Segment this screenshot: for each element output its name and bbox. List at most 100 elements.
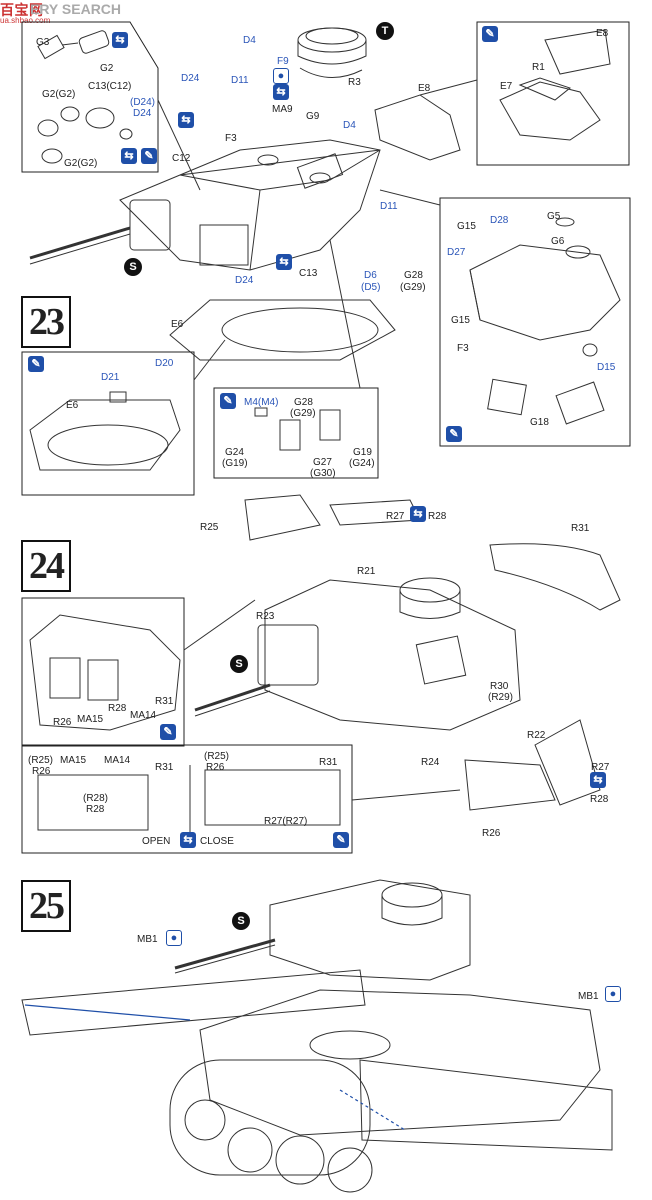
detail-label-r28: R28: [108, 703, 127, 714]
part-label-g2g2-b: G2(G2): [64, 158, 98, 169]
part-label-g27: G27: [313, 457, 332, 468]
part-label-d4: D4: [243, 35, 256, 46]
pin-tool-icon: ✎: [220, 393, 236, 409]
top-view-icon: T: [376, 22, 394, 40]
cement-drop-icon: ●: [605, 986, 621, 1002]
pin-tool-icon: ✎: [160, 724, 176, 740]
watermark-logo-en: ERY SEARCH: [30, 1, 122, 17]
part-label-g24-b: (G24): [349, 458, 375, 469]
part-label-mb1-b: MB1: [578, 991, 599, 1002]
swap-option-icon: ⇆: [410, 506, 426, 522]
part-label-r28: R28: [428, 511, 447, 522]
part-label-r29: (R29): [488, 692, 514, 703]
open-caption: OPEN: [142, 836, 171, 847]
swap-option-icon: ⇆: [180, 832, 196, 848]
part-label-g6: G6: [551, 236, 565, 247]
close-label-r27: R27(R27): [264, 816, 308, 827]
swap-option-icon: ⇆: [273, 84, 289, 100]
part-label-e8-b: E8: [418, 83, 431, 94]
part-label-d11-b: D11: [380, 201, 398, 212]
part-label-d15: D15: [597, 362, 616, 373]
part-label-c13-b: C13: [299, 268, 318, 279]
part-label-d21: D21: [101, 372, 120, 383]
part-label-g28: G28: [404, 270, 423, 281]
part-label-g3: G3: [36, 37, 50, 48]
part-label-r3: R3: [348, 77, 361, 88]
detail-label-r26: R26: [53, 717, 72, 728]
part-label-d24-b: D24: [181, 73, 200, 84]
part-label-d27: D27: [447, 247, 466, 258]
pin-tool-icon: ✎: [28, 356, 44, 372]
swap-option-icon: ⇆: [121, 148, 137, 164]
detail-label-ma15: MA15: [77, 714, 104, 725]
part-label-c13: C13(C12): [88, 81, 132, 92]
open-label-r26: R26: [32, 766, 51, 777]
part-label-f9: F9: [277, 56, 289, 67]
part-label-g2g2: G2(G2): [42, 89, 76, 100]
part-label-g19-b: G19: [353, 447, 372, 458]
part-label-e6: E6: [171, 319, 184, 330]
part-label-d20: D20: [155, 358, 174, 369]
part-label-e7: E7: [500, 81, 513, 92]
part-label-d11: D11: [231, 75, 249, 86]
close-caption: CLOSE: [200, 836, 234, 847]
part-label-m4: M4(M4): [244, 397, 279, 408]
cement-drop-icon: ●: [273, 68, 289, 84]
open-label-ma15: MA15: [60, 755, 87, 766]
close-label-r25: (R25): [204, 751, 230, 762]
part-label-g19: (G19): [222, 458, 248, 469]
open-label-r28-alt: (R28): [83, 793, 109, 804]
part-label-e8: E8: [596, 28, 609, 39]
part-label-g29-b: (G29): [290, 408, 316, 419]
swap-option-icon: ⇆: [112, 32, 128, 48]
part-label-f3-b: F3: [457, 343, 469, 354]
part-label-r30: R30: [490, 681, 509, 692]
detail-label-ma14: MA14: [130, 710, 157, 721]
part-label-d6: D6: [364, 270, 377, 281]
part-label-r27: R27: [386, 511, 405, 522]
part-label-r1: R1: [532, 62, 545, 73]
part-label-r23: R23: [256, 611, 275, 622]
screw-s-icon: S: [124, 258, 142, 276]
part-label-d4-b: D4: [343, 120, 356, 131]
pin-tool-icon: ✎: [446, 426, 462, 442]
part-label-g29: (G29): [400, 282, 426, 293]
screw-s-icon: S: [232, 912, 250, 930]
part-label-g15: G15: [457, 221, 476, 232]
pin-tool-icon: ✎: [482, 26, 498, 42]
pin-tool-icon: ✎: [141, 148, 157, 164]
cement-drop-icon: ●: [166, 930, 182, 946]
part-label-g18: G18: [530, 417, 549, 428]
part-label-r31: R31: [571, 523, 590, 534]
watermark-logo-cn: 百宝网: [0, 2, 44, 18]
part-label-g30: (G30): [310, 468, 336, 479]
part-label-r24: R24: [421, 757, 440, 768]
step-number-25: 25: [21, 880, 71, 932]
detail-label-r31: R31: [155, 696, 174, 707]
part-label-r27-b: R27: [591, 762, 610, 773]
swap-option-icon: ⇆: [178, 112, 194, 128]
part-label-d5: (D5): [361, 282, 381, 293]
part-label-d28: D28: [490, 215, 509, 226]
part-label-g15-b: G15: [451, 315, 470, 326]
open-label-ma14: MA14: [104, 755, 131, 766]
part-label-r21: R21: [357, 566, 376, 577]
part-label-e6-b: E6: [66, 400, 79, 411]
part-label-d24: D24: [133, 108, 152, 119]
open-label-r31: R31: [155, 762, 174, 773]
part-label-mb1: MB1: [137, 934, 158, 945]
part-label-r25: R25: [200, 522, 219, 533]
screw-s-icon: S: [230, 655, 248, 673]
open-label-r28: R28: [86, 804, 105, 815]
part-label-g24: G24: [225, 447, 244, 458]
watermark-url: ua.shbao.com: [0, 16, 51, 25]
part-label-d24-c: D24: [235, 275, 254, 286]
part-label-g9: G9: [306, 111, 320, 122]
pin-tool-icon: ✎: [333, 832, 349, 848]
step-number-23: 23: [21, 296, 71, 348]
part-label-ma9: MA9: [272, 104, 293, 115]
open-label-r25: (R25): [28, 755, 54, 766]
close-label-r26: R26: [206, 762, 225, 773]
